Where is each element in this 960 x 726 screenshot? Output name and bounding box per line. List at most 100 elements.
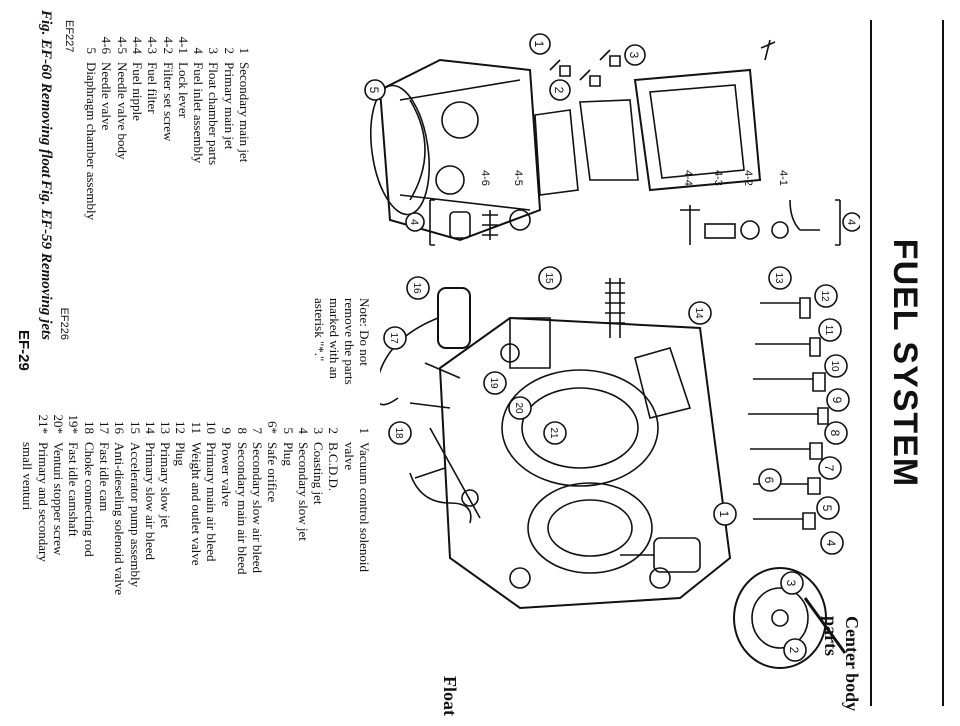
callout-15: 15 [538, 266, 562, 290]
svg-text:10: 10 [829, 360, 840, 372]
fig59-legend-item-21-cont: small venturi [20, 442, 36, 511]
callout-14: 14 [688, 301, 712, 325]
svg-text:2: 2 [552, 87, 566, 94]
cover-screw-illustration [760, 39, 776, 61]
choke-rod-illustration [409, 427, 481, 524]
section-float-heading: Float [440, 676, 460, 716]
callout-d4-1: 4-1 [777, 170, 789, 186]
fig59-legend-item-19: 19*Fast idle camshaft [66, 414, 82, 537]
callout-17: 17 [383, 326, 407, 350]
fuel-inlet-parts-illustration [680, 199, 820, 245]
callout-5: 5 [816, 496, 840, 520]
bracket-4-lower [429, 199, 435, 246]
needle-valve-parts-illustration [449, 209, 531, 240]
svg-text:17: 17 [388, 332, 399, 344]
svg-text:19: 19 [488, 377, 499, 389]
float-cover-gasket-illustration [534, 68, 762, 196]
header-rule-top [942, 20, 944, 706]
svg-text:16: 16 [411, 282, 422, 294]
svg-text:8: 8 [828, 430, 842, 437]
callout-2: 2 [783, 638, 807, 662]
accelerator-pump-illustration [509, 278, 625, 369]
fig59-note-line-2: marked with an asterisk "*." [312, 298, 342, 379]
svg-text:7: 7 [822, 465, 836, 472]
svg-text:15: 15 [543, 272, 554, 284]
jets-row-illustration [748, 297, 829, 530]
svg-text:1: 1 [532, 41, 546, 48]
center-body-exploded-diagram: 1 2 3 4 5 6 7 8 9 10 11 12 13 14 15 16 1… [380, 266, 850, 669]
callout-d5: 5 [364, 79, 386, 101]
fig59-legend-item-1-cont: valve [341, 442, 357, 471]
svg-text:5: 5 [820, 505, 834, 512]
bracket-4-upper [835, 199, 841, 246]
long-screw-illustration [803, 597, 847, 654]
main-jets-illustration [549, 49, 621, 87]
callout-d3: 3 [624, 44, 646, 66]
bcdd-housing-illustration [733, 567, 827, 669]
carburetor-body-illustration [409, 316, 732, 610]
fig60-caption: Fig. EF-60 Removing float [38, 10, 54, 178]
svg-text:1: 1 [717, 511, 731, 518]
page-number: EF-29 [15, 330, 32, 371]
callout-d4-2: 4-2 [742, 170, 754, 186]
callout-d4-lower: 4 [405, 212, 425, 232]
callout-11: 11 [818, 318, 842, 342]
callout-12: 12 [814, 284, 838, 308]
callout-8: 8 [824, 421, 848, 445]
callout-19: 19 [483, 371, 507, 395]
svg-text:21: 21 [548, 427, 559, 439]
fig59-image-code: EF226 [58, 307, 70, 340]
callout-1: 1 [713, 502, 737, 526]
callout-3: 3 [780, 571, 804, 595]
callout-10: 10 [824, 354, 848, 378]
callout-d2: 2 [549, 79, 571, 101]
vacuum-solenoid-illustration [620, 537, 701, 573]
callout-d4-5: 4-5 [512, 170, 524, 186]
callout-13: 13 [768, 266, 792, 290]
svg-text:4: 4 [845, 219, 857, 225]
svg-text:4: 4 [408, 219, 420, 225]
callout-6: 6 [758, 468, 782, 492]
fig60-image-code: EF227 [63, 20, 75, 53]
callout-d1: 1 [529, 33, 551, 55]
svg-text:13: 13 [773, 272, 784, 284]
callout-d4-3: 4-3 [712, 170, 724, 186]
svg-text:2: 2 [787, 647, 801, 654]
float-chamber-exploded-diagram: 1 2 3 4 4 5 4-1 4-2 4-3 4-4 4-5 4-6 [364, 33, 860, 246]
header-rule-bottom [870, 20, 872, 706]
callout-4: 4 [820, 531, 844, 555]
svg-text:5: 5 [367, 87, 381, 94]
svg-text:4: 4 [824, 540, 838, 547]
anti-dieseling-solenoid-illustration [380, 287, 471, 406]
fig59-legend-item-21: 21*Primary and secondary [35, 414, 51, 562]
callout-16: 16 [406, 276, 430, 300]
callout-9: 9 [826, 388, 850, 412]
fig59-note: Note: Do not remove the parts marked wit… [312, 298, 372, 394]
svg-text:12: 12 [819, 290, 830, 302]
callout-7: 7 [818, 456, 842, 480]
svg-text:11: 11 [823, 325, 834, 336]
